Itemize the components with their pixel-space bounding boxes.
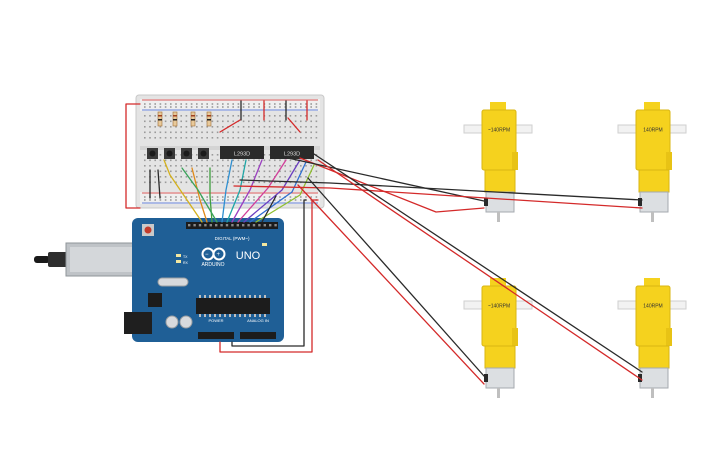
l293d-chip[interactable]: L293D <box>270 146 314 159</box>
wire-power[interactable] <box>219 119 241 133</box>
power-header-label: POWER <box>208 318 223 323</box>
usb-plug <box>48 252 68 267</box>
icsp-header <box>148 293 162 307</box>
wire-signal[interactable] <box>249 161 307 223</box>
dc-jack <box>124 312 152 334</box>
wire-motor[interactable] <box>297 184 485 385</box>
wire-power[interactable] <box>219 199 319 353</box>
capacitor <box>165 315 179 329</box>
reset-button[interactable] <box>144 226 152 234</box>
wire-signal[interactable] <box>191 167 208 223</box>
power-rail-top <box>140 99 320 111</box>
led-indicator <box>262 243 267 246</box>
breadboard[interactable]: L293D L293D <box>135 94 325 209</box>
analog-header-label: ANALOG IN <box>247 318 269 323</box>
crystal <box>157 277 189 287</box>
wire-signal[interactable] <box>221 159 233 223</box>
usb-cable <box>34 256 50 263</box>
wire-signal[interactable] <box>226 159 247 223</box>
atmega-chip <box>196 298 270 314</box>
motors: ~140RPM 140RPM ~140RPM 140RPM <box>463 102 687 398</box>
svg-text:−: − <box>205 252 209 258</box>
wire-ground[interactable] <box>157 169 161 199</box>
wire-motor[interactable] <box>317 159 643 381</box>
wire-signal[interactable] <box>255 164 315 223</box>
dc-motor[interactable]: ~140RPM <box>463 278 533 398</box>
chip-label: L293D <box>234 152 250 158</box>
resistor[interactable] <box>172 111 178 127</box>
power-header <box>198 332 234 339</box>
arduino-brand: ARDUINO <box>201 262 224 268</box>
chip-label: L293D <box>284 152 300 158</box>
pushbutton[interactable] <box>164 148 175 159</box>
pushbutton[interactable] <box>198 148 209 159</box>
motor-label: 140RPM <box>643 304 662 310</box>
resistor[interactable] <box>190 111 196 127</box>
wire-motor[interactable] <box>233 185 643 209</box>
tx-label: TX <box>183 255 188 259</box>
wire-signal[interactable] <box>181 167 218 223</box>
rx-label: RX <box>183 261 189 265</box>
wire-motor[interactable] <box>287 157 485 202</box>
wire-signal[interactable] <box>237 159 287 223</box>
arduino-model: UNO <box>236 250 261 262</box>
resistor[interactable] <box>206 111 212 127</box>
digital-pins <box>188 224 277 227</box>
arduino-logo: − + <box>201 247 226 261</box>
wires <box>125 100 643 385</box>
pushbutton[interactable] <box>147 148 158 159</box>
wire-signal[interactable] <box>243 159 301 223</box>
motor-label: ~140RPM <box>488 128 510 134</box>
pushbutton[interactable] <box>181 148 192 159</box>
capacitor <box>179 315 193 329</box>
breadboard-holes <box>144 103 318 201</box>
wire-power[interactable] <box>125 103 141 209</box>
wire-motor[interactable] <box>239 179 643 201</box>
svg-text:+: + <box>217 252 221 258</box>
power-rail-bottom <box>140 192 320 204</box>
wire-power[interactable] <box>287 117 301 133</box>
wire-motor[interactable] <box>313 153 643 373</box>
wire-motor[interactable] <box>307 177 485 377</box>
motor-label: ~140RPM <box>488 304 510 310</box>
wire-ground[interactable] <box>261 195 277 223</box>
wire-signal[interactable] <box>163 159 203 223</box>
dc-motor[interactable]: ~140RPM <box>463 102 533 222</box>
motor-label: 140RPM <box>643 128 662 134</box>
arduino-uno[interactable]: DIGITAL (PWM~) − + ARDUINO UNO TX RX POW… <box>34 218 284 342</box>
digital-header-label: DIGITAL (PWM~) <box>215 236 250 241</box>
wire-ground[interactable] <box>231 199 307 347</box>
resistor[interactable] <box>157 111 163 127</box>
dc-motor[interactable]: 140RPM <box>617 278 687 398</box>
arduino-board <box>132 218 284 342</box>
wire-signal[interactable] <box>231 159 263 223</box>
l293d-chip[interactable]: L293D <box>220 146 264 159</box>
analog-header <box>240 332 276 339</box>
wire-motor[interactable] <box>299 157 485 213</box>
dc-motor[interactable]: 140RPM <box>617 102 687 222</box>
